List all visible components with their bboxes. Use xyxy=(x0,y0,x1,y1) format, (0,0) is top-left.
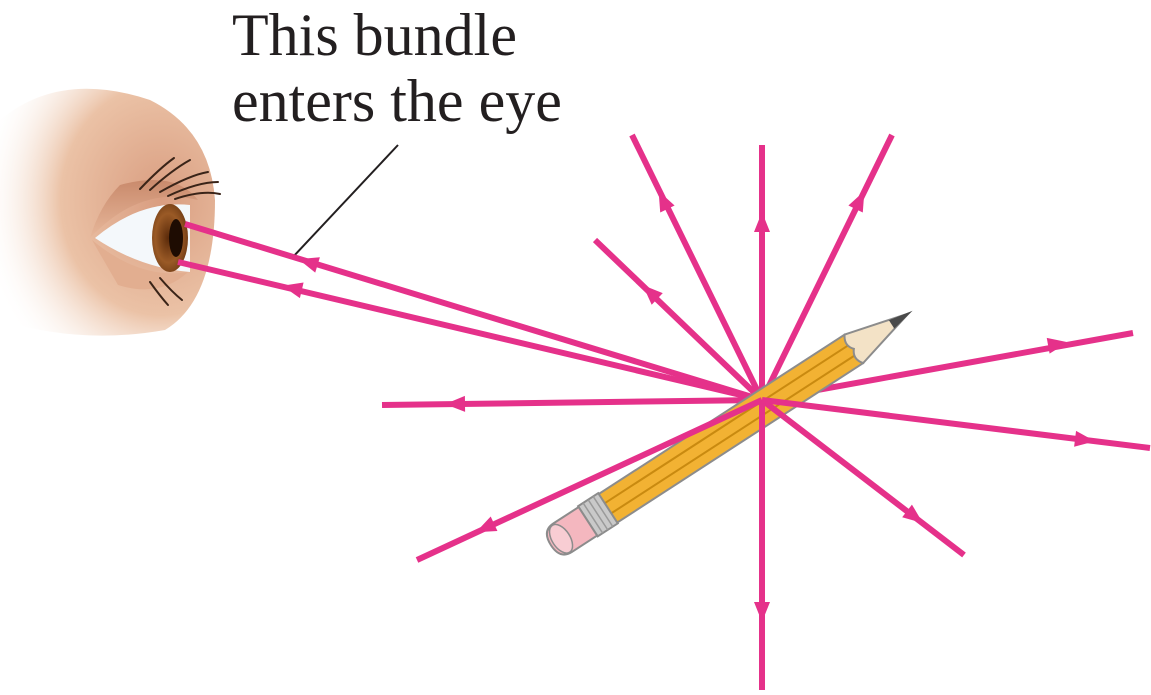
caption-line-1: This bundle xyxy=(232,2,562,68)
rays-back xyxy=(178,135,1133,412)
arrowhead-icon xyxy=(476,517,498,533)
ray-eye-upper xyxy=(185,224,762,400)
leader-line xyxy=(292,145,398,258)
arrowhead-icon xyxy=(848,191,864,212)
ray-right-down xyxy=(762,400,1150,448)
arrowhead-icon xyxy=(754,602,770,622)
caption-label: This bundle enters the eye xyxy=(232,2,562,134)
arrowhead-icon xyxy=(298,257,319,272)
pencil-lead xyxy=(889,307,915,329)
ray-left xyxy=(382,396,762,412)
arrowhead-icon xyxy=(659,191,675,212)
ray-eye-lower xyxy=(178,262,762,400)
eye-icon xyxy=(0,89,220,336)
arrowhead-icon xyxy=(445,396,465,412)
rays-front xyxy=(417,400,1150,690)
caption-line-2: enters the eye xyxy=(232,68,562,134)
pupil xyxy=(169,219,183,257)
ray-down xyxy=(754,400,770,690)
arrowhead-icon xyxy=(754,212,770,232)
ray-up-left xyxy=(632,135,762,400)
ray-up xyxy=(754,145,770,400)
